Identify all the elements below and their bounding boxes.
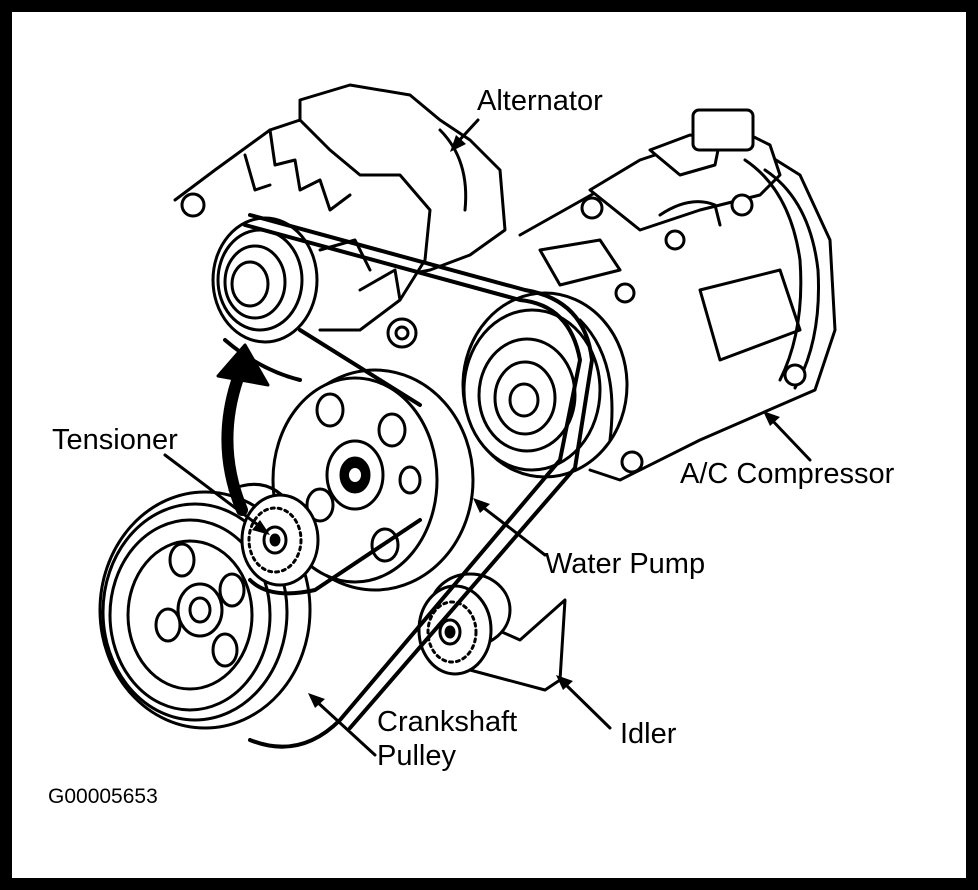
idler-pulley bbox=[417, 572, 567, 692]
alternator-pulley bbox=[211, 216, 319, 344]
idler-label: Idler bbox=[620, 718, 677, 750]
leader-idler bbox=[561, 680, 612, 730]
crankshaft-pulley-label-line2: Pulley bbox=[377, 740, 456, 772]
tensioner-pulley bbox=[240, 493, 320, 587]
tensioner-rotation-arrow bbox=[216, 343, 270, 516]
leader-arrowheads bbox=[252, 135, 780, 708]
leader-ac-compressor bbox=[768, 416, 812, 462]
crankshaft-pulley-label-line1: Crankshaft bbox=[377, 706, 518, 738]
alternator-label: Alternator bbox=[477, 85, 603, 117]
tensioner-label: Tensioner bbox=[52, 424, 178, 456]
figure-id: G00005653 bbox=[48, 785, 158, 808]
leader-lines bbox=[163, 118, 812, 757]
ac-compressor-pulley bbox=[461, 291, 629, 479]
serpentine-belt bbox=[223, 213, 594, 749]
alternator-body bbox=[173, 83, 507, 349]
water-pump-label: Water Pump bbox=[545, 548, 706, 580]
leader-water-pump bbox=[478, 503, 547, 557]
ac-compressor-label: A/C Compressor bbox=[680, 458, 895, 490]
leader-crankshaft-pulley bbox=[313, 698, 377, 757]
leader-tensioner bbox=[163, 453, 264, 530]
